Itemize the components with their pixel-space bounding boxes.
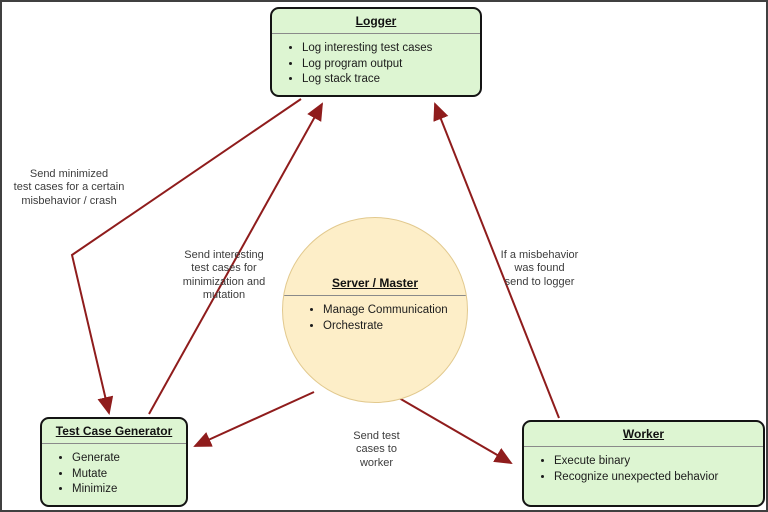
node-server-list: Manage Communication Orchestrate [283,303,467,334]
node-worker-list: Execute binary Recognize unexpected beha… [524,454,763,485]
title-separator [272,33,480,34]
node-worker-title: Worker [622,427,665,441]
edge-server-to-generator [193,391,315,447]
title-separator [42,443,186,444]
node-logger-list: Log interesting test cases Log program o… [272,41,480,88]
edge-server-to-worker [398,397,513,465]
list-item: Recognize unexpected behavior [554,470,763,486]
edge-label-misbehavior-found: If a misbehavior was found send to logge… [500,249,579,288]
list-item: Log stack trace [302,72,480,88]
node-generator-list: Generate Mutate Minimize [42,451,186,498]
node-generator-title: Test Case Generator [55,424,173,438]
node-logger: Logger Log interesting test cases Log pr… [270,7,482,97]
list-item: Manage Communication [323,303,467,319]
list-item: Mutate [72,467,186,483]
list-item: Execute binary [554,454,763,470]
edge-label-minimized-test-cases: Send minimized test cases for a certain … [13,168,125,207]
node-server-title: Server / Master [331,276,419,290]
node-test-case-generator: Test Case Generator Generate Mutate Mini… [40,417,188,507]
list-item: Generate [72,451,186,467]
node-logger-title: Logger [355,14,397,28]
edge-label-interesting-test-cases: Send interesting test cases for minimiza… [182,249,266,302]
list-item: Log interesting test cases [302,41,480,57]
title-separator [524,446,763,447]
node-worker: Worker Execute binary Recognize unexpect… [522,420,765,507]
list-item: Log program output [302,57,480,73]
node-server-master: Server / Master Manage Communication Orc… [282,217,468,403]
list-item: Minimize [72,482,186,498]
title-separator [283,295,467,296]
list-item: Orchestrate [323,319,467,335]
edge-label-send-test-cases: Send test cases to worker [353,430,400,469]
